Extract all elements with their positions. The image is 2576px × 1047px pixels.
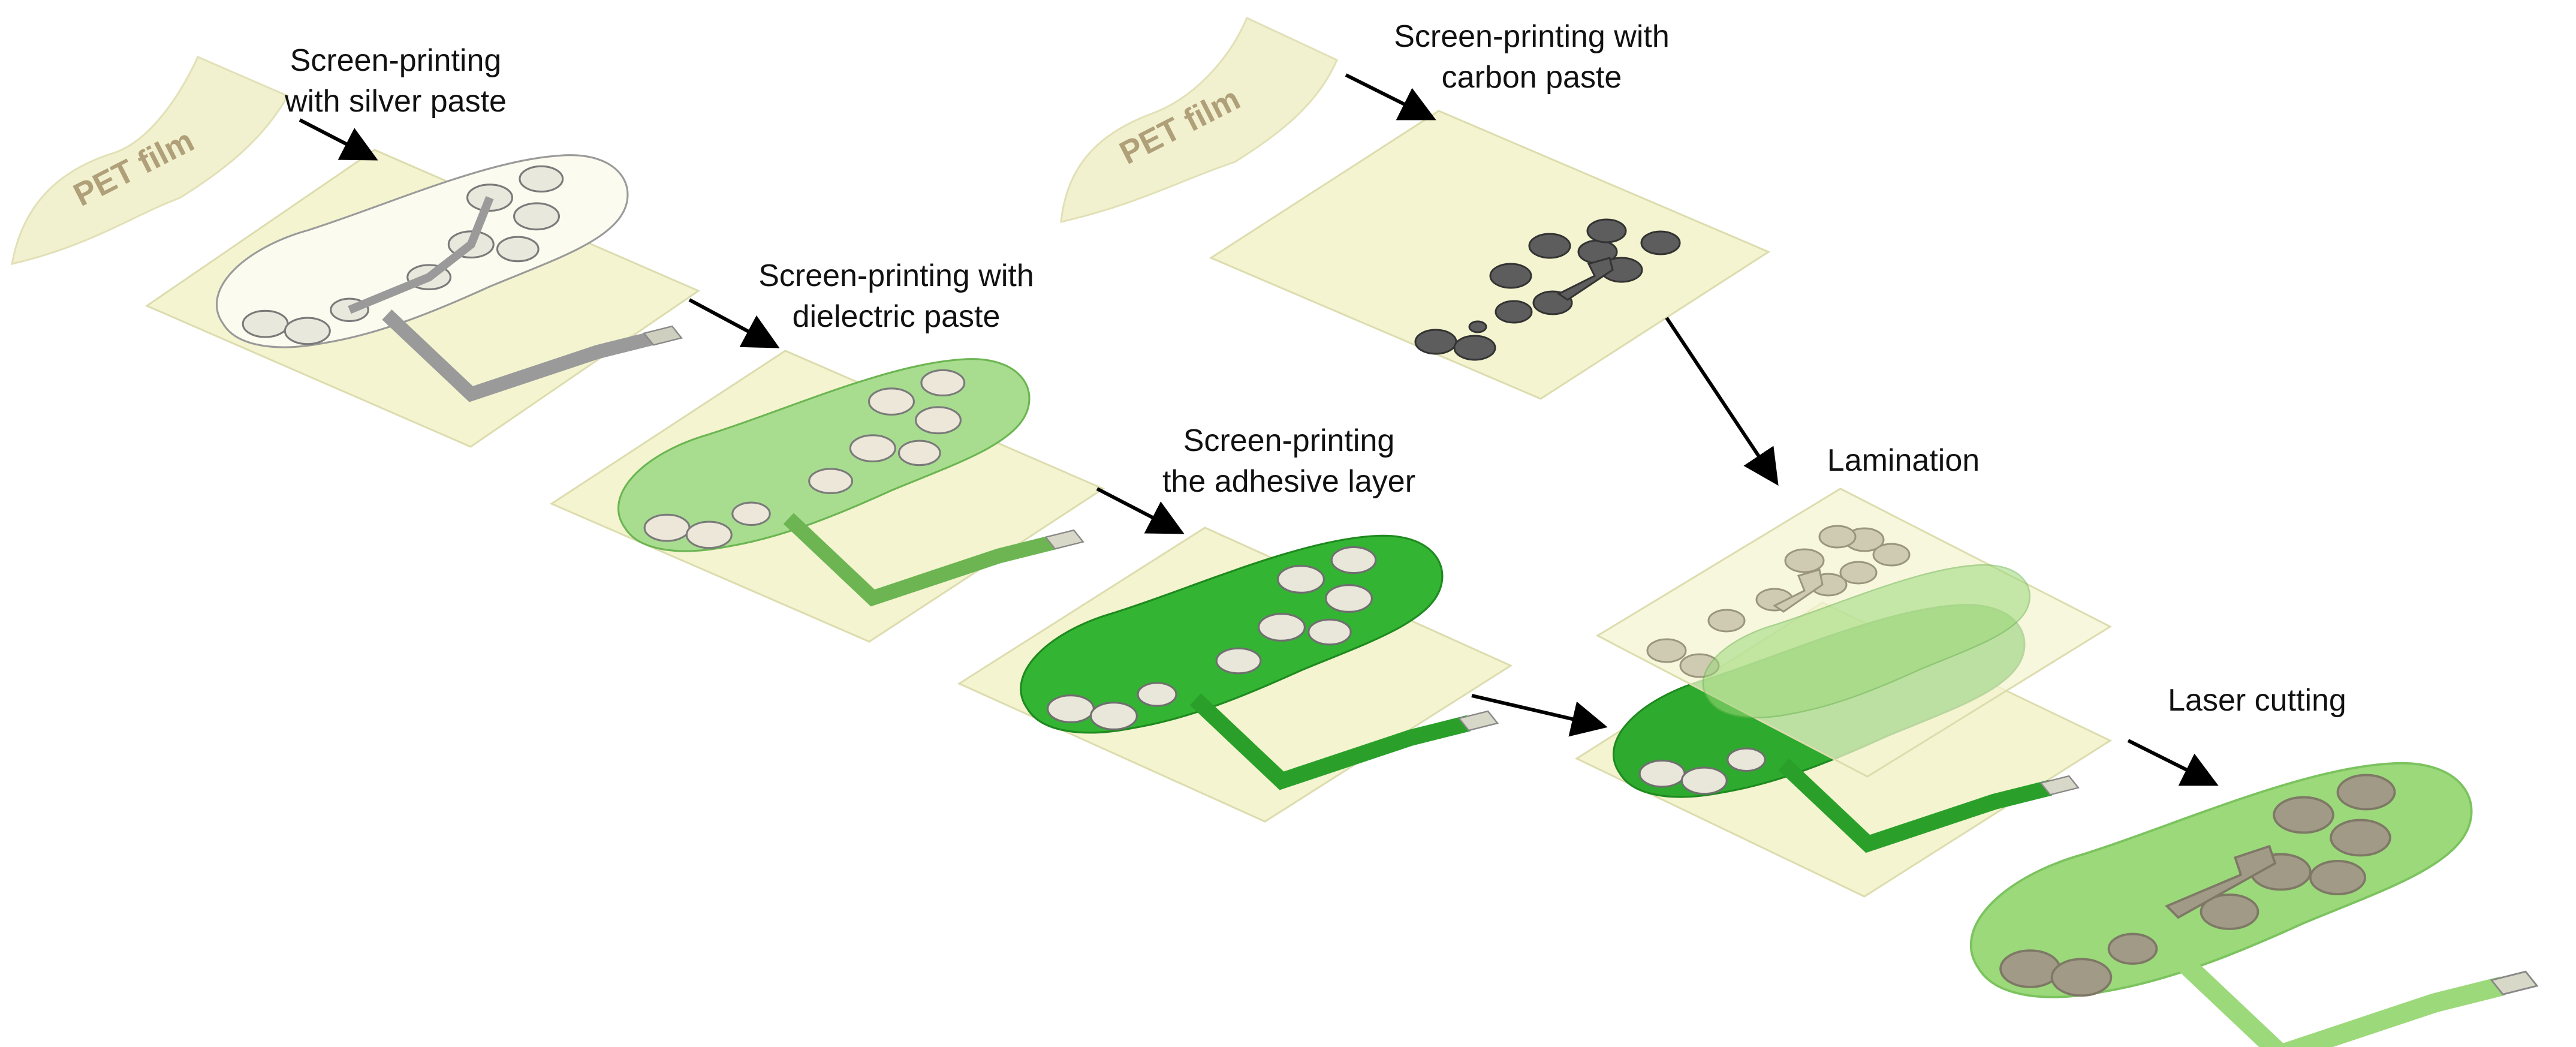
pet-film-sheet [1060, 16, 1338, 223]
arrow-icon [1345, 73, 1436, 121]
arrow-icon [688, 298, 780, 348]
arrow-icon [1096, 487, 1185, 534]
silver-step-label-2: with silver paste [284, 84, 507, 119]
lamination-stack [1574, 488, 2113, 898]
lamination-step-label: Lamination [1827, 443, 1980, 478]
carbon-step-label-2: carbon paste [1442, 60, 1622, 95]
adhesive-step-label-1: Screen-printing [1183, 423, 1395, 458]
carbon-pad-pattern [1414, 218, 1681, 361]
arrow-icon [2127, 739, 2219, 786]
lamination-bottom-insole [1612, 604, 2080, 853]
laser-cut-insole [1969, 762, 2539, 1047]
pet-film-right: PET film [1060, 16, 1338, 223]
pet-film-sheet [11, 56, 290, 265]
silver-insole-pattern [215, 154, 683, 402]
dielectric-step-label-2: dielectric paste [793, 299, 1001, 334]
laser-step-label: Laser cutting [2168, 683, 2346, 718]
step-labels: Screen-printing with silver paste Screen… [284, 19, 2346, 718]
silver-sheet [144, 149, 701, 448]
adhesive-insole-pattern [1020, 534, 1499, 790]
silver-step-label-1: Screen-printing [290, 43, 502, 78]
dielectric-insole-pattern [617, 358, 1084, 607]
arrow-icon [299, 118, 378, 161]
pet-film-left: PET film [11, 56, 290, 265]
arrow-icon [1665, 317, 1779, 486]
dielectric-sheet [549, 350, 1105, 643]
dielectric-step-label-1: Screen-printing with [758, 258, 1034, 293]
lamination-carbon-pads [1646, 525, 1911, 678]
process-arrows [299, 73, 2219, 786]
carbon-step-label-1: Screen-printing with [1394, 19, 1670, 54]
carbon-sheet [1209, 110, 1771, 400]
adhesive-step-label-2: the adhesive layer [1162, 464, 1415, 499]
adhesive-sheet [957, 526, 1513, 823]
arrow-icon [1471, 694, 1608, 737]
